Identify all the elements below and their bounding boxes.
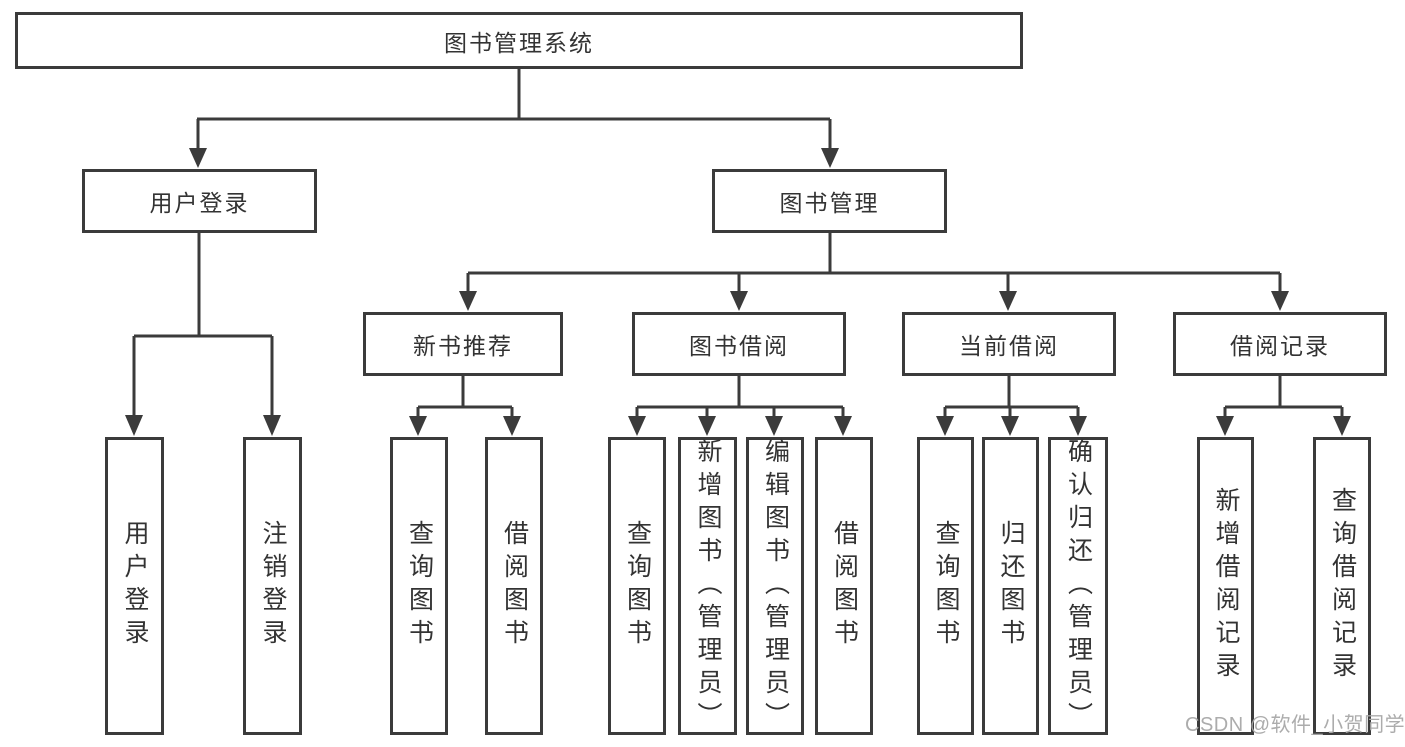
- connector-user-login-children: [125, 233, 281, 436]
- leaf-user-login: 用户登录: [105, 437, 164, 735]
- leaf-confirm-return-admin: 确认归还（管理员）: [1048, 437, 1108, 735]
- connector-new-book-rec-children: [409, 376, 521, 436]
- leaf-add-borrow-record: 新增借阅记录: [1197, 437, 1254, 735]
- leaf-query-borrow-record: 查询借阅记录: [1313, 437, 1371, 735]
- node-book-management: 图书管理: [712, 169, 947, 233]
- leaf-label: 查询图书: [932, 520, 960, 652]
- connector-borrow-records-children: [1216, 376, 1351, 436]
- leaf-label: 新增借阅记录: [1212, 487, 1240, 685]
- csdn-watermark: CSDN @软件_小贺同学: [1185, 714, 1405, 736]
- node-book-borrowing: 图书借阅: [632, 312, 846, 376]
- leaf-label: 借阅图书: [830, 520, 859, 652]
- leaf-label: 归还图书: [997, 520, 1025, 652]
- connector-book-borrow-children: [628, 376, 852, 436]
- leaf-borrow-books-under-recommend: 借阅图书: [485, 437, 543, 735]
- leaf-label: 查询借阅记录: [1328, 487, 1357, 685]
- leaf-add-book-admin: 新增图书（管理员）: [678, 437, 737, 735]
- leaf-return-books: 归还图书: [982, 437, 1039, 735]
- leaf-logout-login: 注销登录: [243, 437, 302, 735]
- leaf-borrow-books-under-borrowing: 借阅图书: [815, 437, 873, 735]
- leaf-label: 注销登录: [259, 520, 287, 652]
- leaf-label: 确认归还（管理员）: [1064, 437, 1093, 735]
- connector-book-mgmt-children: [459, 233, 1289, 311]
- connector-current-borrow-children: [936, 376, 1087, 436]
- node-current-borrowing: 当前借阅: [902, 312, 1116, 376]
- leaf-label: 借阅图书: [500, 520, 529, 652]
- leaf-label: 查询图书: [623, 520, 652, 652]
- connector-root-to-level2: [189, 69, 839, 168]
- leaf-query-books-under-borrowing: 查询图书: [608, 437, 666, 735]
- leaf-edit-book-admin: 编辑图书（管理员）: [746, 437, 804, 735]
- leaf-label: 查询图书: [405, 520, 434, 652]
- node-library-system: 图书管理系统: [15, 12, 1023, 69]
- leaf-label: 新增图书（管理员）: [694, 437, 722, 735]
- leaf-query-books-under-current: 查询图书: [917, 437, 974, 735]
- leaf-query-books-under-recommend: 查询图书: [390, 437, 448, 735]
- leaf-label: 用户登录: [121, 520, 149, 652]
- node-borrowing-records: 借阅记录: [1173, 312, 1387, 376]
- node-new-book-recommend: 新书推荐: [363, 312, 563, 376]
- leaf-label: 编辑图书（管理员）: [761, 437, 790, 735]
- node-user-login: 用户登录: [82, 169, 317, 233]
